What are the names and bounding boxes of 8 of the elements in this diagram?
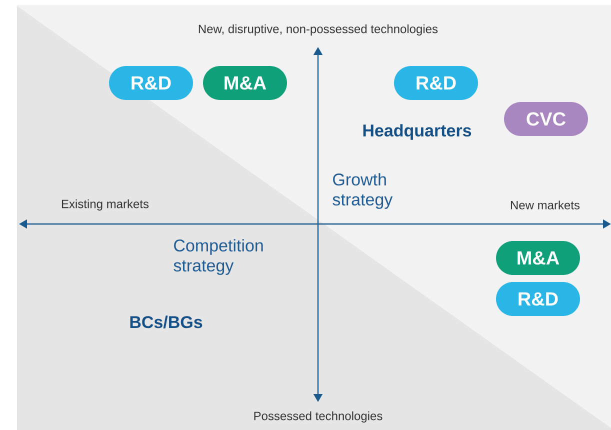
axis-label: Existing markets xyxy=(62,199,149,211)
quadrant-title: BCs/BGs xyxy=(130,316,202,328)
strategy-label: Growth strategy xyxy=(332,173,393,209)
axis-label: Possessed technologies xyxy=(254,411,382,423)
quadrant-title: Headquarters xyxy=(363,124,472,140)
axis-label: New markets xyxy=(510,200,580,210)
strategy-label: Competition strategy xyxy=(174,239,263,275)
axis-label: New, disruptive, non-possessed technologies xyxy=(198,24,438,36)
